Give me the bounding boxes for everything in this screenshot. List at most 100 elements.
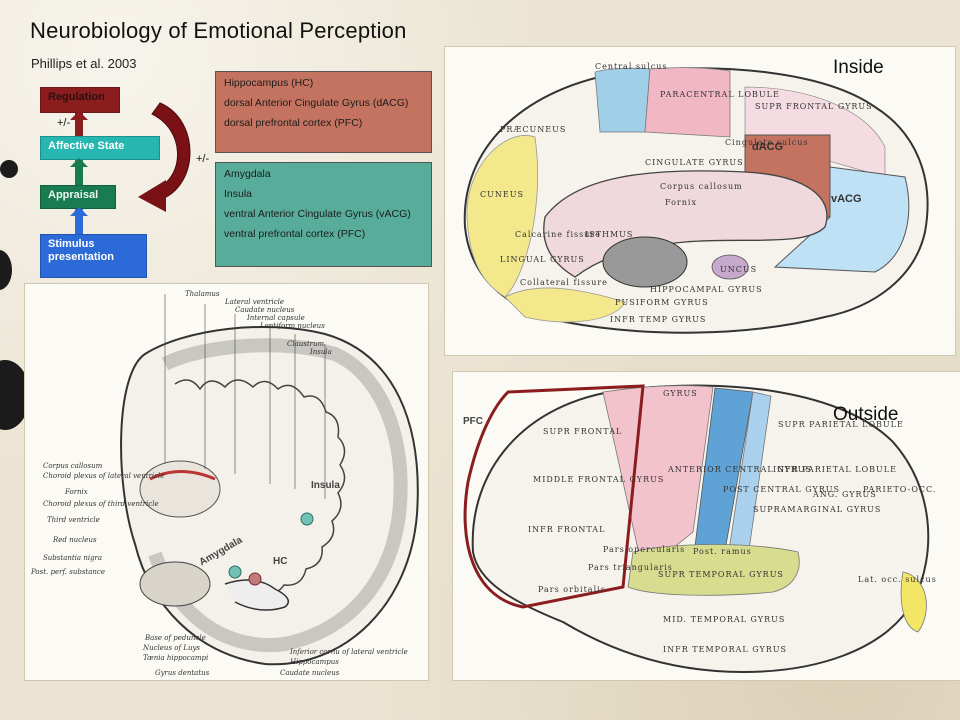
gyrus-label: ANTERIOR CENTRAL GYRUS [667, 465, 812, 474]
cortex-band [148, 338, 408, 653]
thalamus-region [139, 460, 221, 518]
gyrus-label: Pars opercularis [603, 545, 685, 554]
atlas-label: Caudate nucleus [235, 306, 295, 314]
gyrus-label: CUNEUS [480, 190, 524, 199]
central-sulcus-region [594, 67, 651, 133]
pfc-outline [463, 384, 645, 609]
ventral-item: ventral prefrontal cortex (PFC) [224, 228, 366, 240]
uncus-region [711, 254, 749, 280]
atlas-label: Fornix [64, 488, 88, 496]
medial-brain-figure: Central sulcus PARACENTRAL LOBULE SUPR F… [444, 46, 956, 356]
flow-arrows [70, 102, 191, 234]
atlas-label: Lentiform nucleus [259, 322, 325, 330]
atlas-label: Substantia nigra [43, 554, 102, 562]
feedback-arrow-icon [138, 180, 166, 212]
peduncle-region [139, 561, 211, 607]
precentral-region [602, 385, 714, 573]
gyrus-label: LINGUAL GYRUS [500, 255, 585, 264]
gyrus-label: SUPR FRONTAL GYRUS [755, 102, 873, 111]
plus-minus-label: +/- [196, 153, 210, 165]
gyrus-label: PARACENTRAL LOBULE [660, 90, 780, 99]
gyrus-label: CINGULATE GYRUS [645, 158, 744, 167]
dorsal-item: dorsal Anterior Cingulate Gyrus (dACG) [224, 97, 409, 109]
atlas-label: Caudate nucleus [280, 669, 340, 677]
atlas-label: Third ventricle [47, 516, 100, 524]
atlas-label: Base of peduncle [144, 634, 206, 642]
superior-frontal-region [744, 86, 886, 178]
ink-splatter [0, 160, 18, 178]
gyrus-label: INFR FRONTAL [528, 525, 605, 534]
gyrus-label: Lat. occ. sulcus [858, 575, 937, 584]
gyrus-label: FUSIFORM GYRUS [615, 298, 709, 307]
gyrus-label: Post. ramus [693, 547, 752, 556]
thalamus-cut [602, 236, 688, 288]
atlas-label: Choroid plexus of third ventricle [43, 500, 159, 508]
gyrus-label: HIPPOCAMPAL GYRUS [650, 285, 763, 294]
arrow-connector [75, 113, 83, 136]
cuneus-region [466, 135, 538, 298]
arrow-connector [75, 160, 83, 185]
gyrus-label: PARIETO-OCC. [863, 485, 936, 494]
gyrus-label: UNCUS [720, 265, 757, 274]
atlas-label: Inferior cornu of lateral ventricle [289, 648, 408, 656]
occipital-region [900, 571, 927, 633]
arrow-connector [75, 209, 83, 234]
gyrus-label: POST CENTRAL GYRUS [723, 485, 840, 494]
gyrus-label: SUPR FRONTAL [543, 427, 622, 436]
ventral-system-box: Amygdala Insula ventral Anterior Cingula… [215, 162, 432, 267]
atlas-label: Post. perf. substance [30, 568, 105, 576]
gyrus-label: Pars orbitalis [538, 585, 606, 594]
atlas-label: Nucleus of Luys [142, 644, 200, 652]
hc-label: HC [273, 556, 288, 567]
dorsal-item: Hippocampus (HC) [224, 77, 314, 89]
gyri-folds [174, 379, 346, 595]
lateral-brain-figure: GYRUS SUPR FRONTAL MIDDLE FRONTAL GYRUS … [452, 371, 960, 681]
ventral-item: Amygdala [224, 168, 271, 180]
up-arrow-icon [70, 111, 88, 120]
lateral-brain-drawing: GYRUS SUPR FRONTAL MIDDLE FRONTAL GYRUS … [463, 384, 937, 674]
atlas-label: Hippocampus [289, 658, 339, 666]
affective-state-box: Affective State [40, 136, 160, 160]
gyrus-label: GYRUS [663, 389, 698, 398]
vacg-region [773, 166, 910, 273]
outside-label: Outside [833, 404, 899, 425]
gyrus-label: PRÆCUNEUS [500, 125, 566, 134]
gyrus-label: SUPR PARIETAL LOBULE [778, 420, 904, 429]
insula-marker [300, 512, 314, 526]
ink-splatter [0, 250, 12, 290]
gyrus-label: ISTHMUS [585, 230, 633, 239]
gyrus-label: INFR TEMP GYRUS [610, 315, 706, 324]
dorsal-item: dorsal prefrontal cortex (PFC) [224, 117, 363, 129]
atlas-label: Lateral ventricle [224, 298, 284, 306]
gyrus-label: INFR PARIETAL LOBULE [773, 465, 897, 474]
gyrus-label: Pars triangularis [588, 563, 673, 572]
atlas-label: Insula [309, 348, 332, 356]
page-title: Neurobiology of Emotional Perception [30, 18, 407, 43]
atlas-label: Thalamus [185, 290, 220, 298]
atlas-label: Corpus callosum [43, 462, 103, 470]
gyrus-label: MID. TEMPORAL GYRUS [663, 615, 785, 624]
gyrus-label: Calcarine fissure [515, 230, 601, 239]
up-arrow-icon [70, 158, 88, 167]
gyrus-label: MIDDLE FRONTAL GYRUS [533, 475, 664, 484]
atlas-label: Tænia hippocampi [143, 654, 208, 662]
choroid-plexus [149, 470, 216, 481]
atlas-label: Red nucleus [52, 536, 97, 544]
gyrus-label: Fornix [665, 198, 697, 207]
atlas-label: Internal capsule [246, 314, 305, 322]
gyrus-label: SUPRAMARGINAL GYRUS [753, 505, 881, 514]
up-arrow-icon [70, 207, 88, 216]
pfc-label: PFC [463, 416, 483, 427]
insula-label: Insula [311, 480, 340, 491]
gyrus-label: Collateral fissure [520, 278, 608, 287]
atlas-label: Gyrus dentatus [155, 669, 210, 677]
dacg-label: dACG [752, 141, 784, 153]
amygdala-marker [228, 565, 242, 579]
lingual-region [504, 287, 626, 323]
coronal-section-figure: Thalamus Lateral ventricle Caudate nucle… [24, 283, 429, 681]
gyrus-label: Cingulate sulcus [725, 138, 808, 147]
plus-minus-label: +/- [57, 117, 71, 129]
coronal-brain-drawing: Thalamus Lateral ventricle Caudate nucle… [30, 290, 419, 677]
gyrus-label: ANG. GYRUS [812, 490, 877, 499]
gyrus-label: Central sulcus [595, 62, 667, 71]
